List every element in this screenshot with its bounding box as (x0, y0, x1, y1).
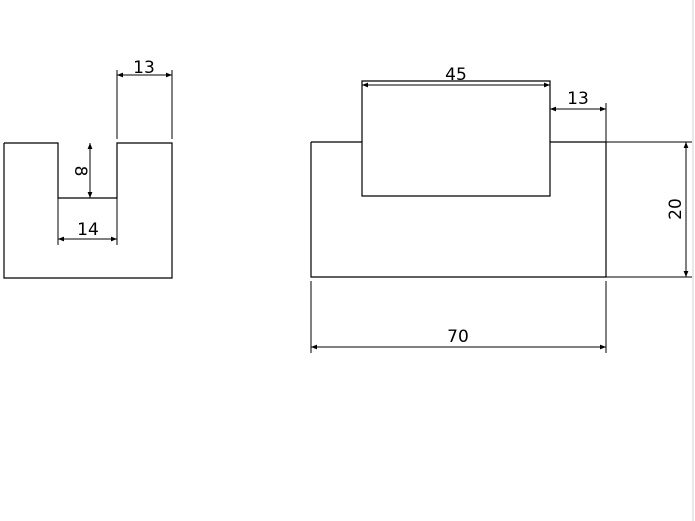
dim-label-right-offset: 13 (567, 89, 589, 109)
left-view-outline (3, 142, 173, 279)
right-view: 45 13 20 70 (310, 65, 692, 353)
dim-label-slot-width: 14 (77, 220, 99, 240)
left-view: 13 8 14 (3, 58, 173, 279)
dim-label-total-width: 70 (447, 327, 469, 347)
dim-label-height: 20 (666, 198, 686, 220)
dim-label-slot-offset: 13 (133, 58, 155, 78)
dim-label-slot-depth: 8 (70, 166, 90, 177)
right-view-outline (310, 141, 607, 278)
dim-label-top-width: 45 (445, 65, 467, 85)
right-view-top-block (361, 80, 551, 142)
